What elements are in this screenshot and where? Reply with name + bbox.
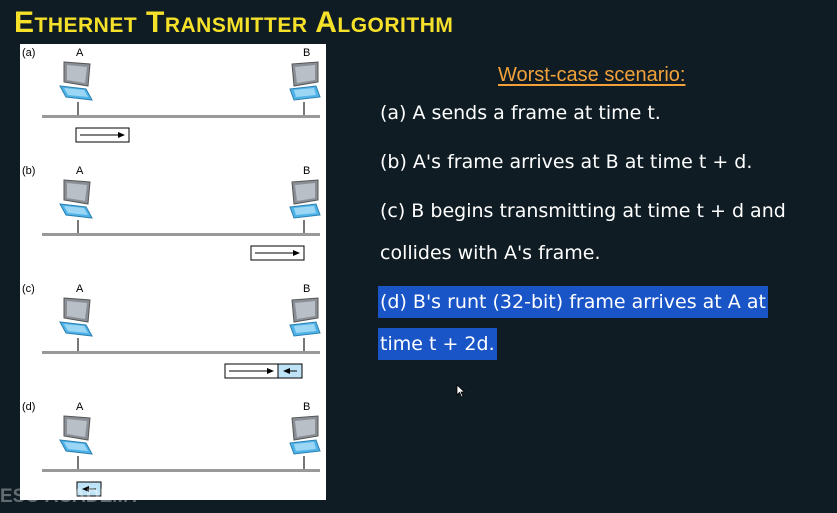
host-a-label: A <box>76 283 84 295</box>
host-a-label: A <box>76 165 84 177</box>
panel-d-label: (d) <box>22 401 35 413</box>
ethernet-timing-diagram: (a) A B (b) A B (c) A <box>20 44 326 500</box>
mouse-cursor-icon <box>456 384 466 398</box>
worst-case-heading: Worst-case scenario: <box>498 64 686 86</box>
step-d-text: (d) B's runt (32-bit) frame arrives at A… <box>378 286 768 318</box>
host-b-label: B <box>303 47 310 59</box>
step-a-text: (a) A sends a frame at time t. <box>380 102 661 124</box>
step-b-text: (b) A's frame arrives at B at time t + d… <box>380 151 753 173</box>
laptop-icon <box>289 297 321 337</box>
ethernet-cable <box>42 351 320 354</box>
panel-a-label: (a) <box>22 47 35 59</box>
panel-c-label: (c) <box>22 283 35 295</box>
laptop-icon <box>59 415 93 455</box>
panel-c: (c) A B <box>22 283 321 379</box>
step-d-continued-text: time t + 2d. <box>378 328 497 360</box>
step-c-text: (c) B begins transmitting at time t + d … <box>380 200 786 222</box>
step-c-continued-text: collides with A's frame. <box>380 242 601 264</box>
panel-b-label: (b) <box>22 165 35 177</box>
host-b-label: B <box>303 401 310 413</box>
laptop-icon <box>59 61 93 101</box>
laptop-icon <box>289 415 321 455</box>
ethernet-cable <box>42 469 320 472</box>
ethernet-cable <box>42 115 320 118</box>
diagram-svg: (a) A B (b) A B (c) A <box>22 47 321 497</box>
host-a-label: A <box>76 401 84 413</box>
slide-title: Ethernet Transmitter Algorithm <box>14 6 454 39</box>
ethernet-cable <box>42 233 320 236</box>
host-b-label: B <box>303 283 310 295</box>
laptop-icon <box>59 297 93 337</box>
watermark: ESO ACADEMY <box>0 486 141 507</box>
panel-b: (b) A B <box>22 165 321 261</box>
panel-d: (d) A B <box>22 401 321 497</box>
laptop-icon <box>59 179 93 219</box>
laptop-icon <box>289 179 321 219</box>
host-a-label: A <box>76 47 84 59</box>
laptop-icon <box>289 61 321 101</box>
panel-a: (a) A B <box>22 47 321 143</box>
host-b-label: B <box>303 165 310 177</box>
